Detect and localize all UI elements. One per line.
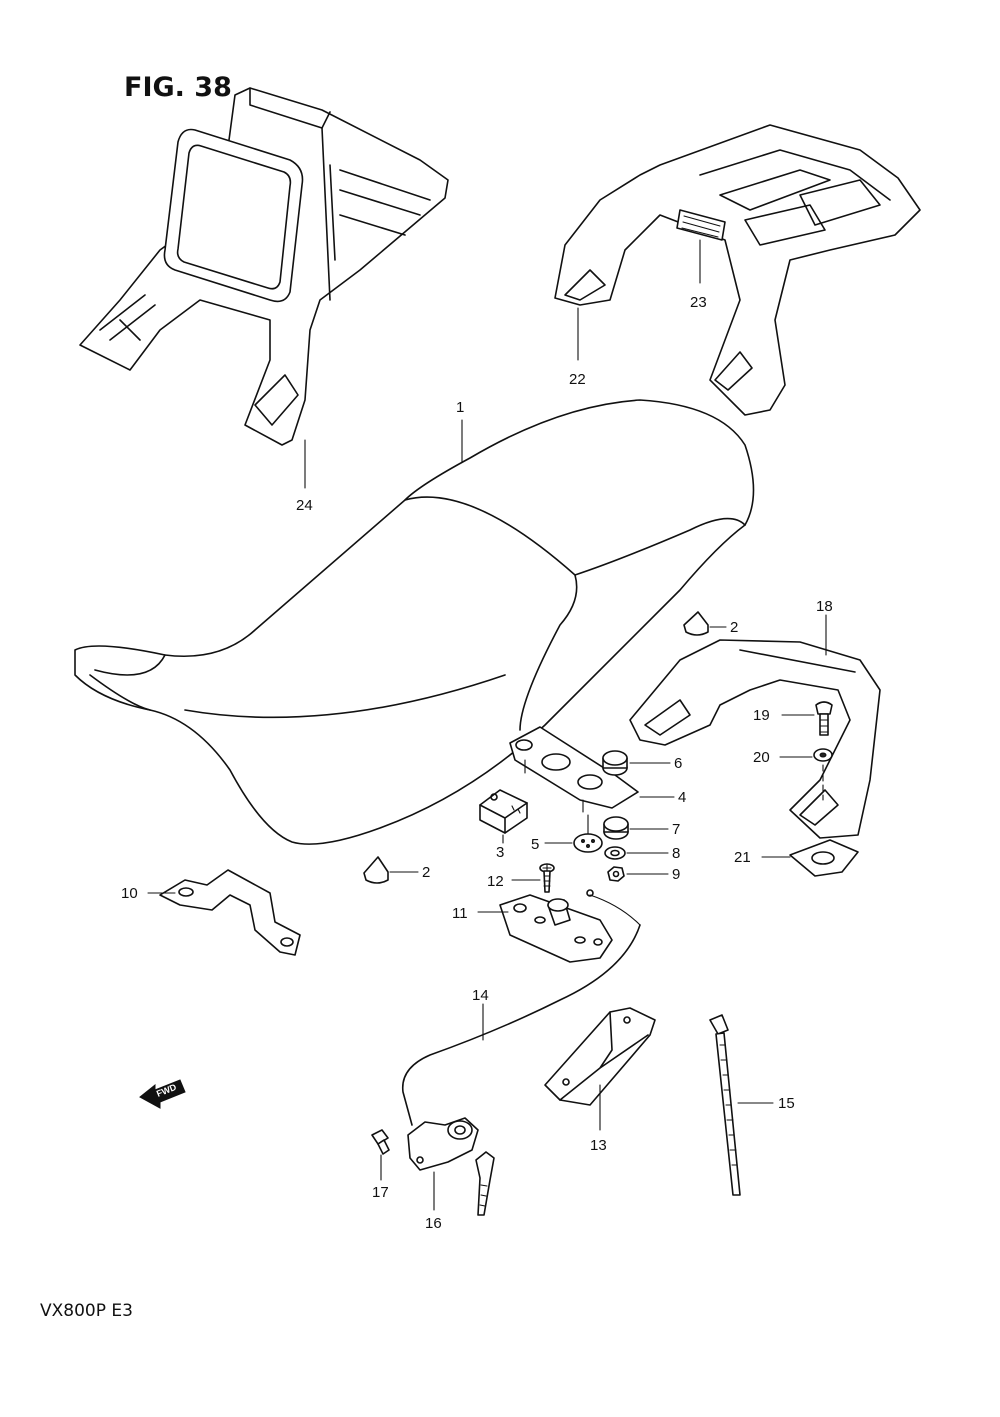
callout-12: 12 <box>487 873 504 890</box>
callout-7: 7 <box>672 821 680 838</box>
model-code: VX800P E3 <box>40 1301 133 1321</box>
part-15-cable-tie <box>709 1014 741 1196</box>
part-12-screw <box>539 863 555 893</box>
callout-8: 8 <box>672 845 680 862</box>
part-1-seat <box>74 399 755 845</box>
part-13-cable-guide <box>544 1007 656 1106</box>
part-4-bracket <box>509 726 639 813</box>
callout-2a: 2 <box>730 619 738 636</box>
callout-23: 22 <box>569 371 586 388</box>
part-17-screw <box>371 1129 390 1155</box>
part-22-backrest-carrier <box>79 87 449 446</box>
callout-5: 5 <box>531 836 539 853</box>
part-16-lock-cylinder <box>407 1117 495 1216</box>
callout-1: 1 <box>456 399 464 416</box>
part-23-rear-carrier <box>554 124 921 416</box>
callout-22: 24 <box>296 497 313 514</box>
callout-16: 16 <box>425 1215 442 1232</box>
part-3-buffer <box>479 789 528 834</box>
part-8-washer <box>604 846 626 860</box>
part-11-seat-lock <box>499 889 641 963</box>
callout-3: 3 <box>496 844 504 861</box>
part-9-nut <box>607 866 625 882</box>
callout-4: 4 <box>678 789 686 806</box>
callout-20: 20 <box>753 749 770 766</box>
part-5-cushion <box>573 814 603 853</box>
callout-18: 18 <box>816 598 833 615</box>
part-18-grab-rail <box>629 639 881 839</box>
callout-21: 21 <box>734 849 751 866</box>
callout-14: 14 <box>472 987 489 1004</box>
part-7-grommet <box>603 816 629 840</box>
part-10-bracket <box>159 869 301 956</box>
callout-15: 15 <box>778 1095 795 1112</box>
callout-10: 10 <box>121 885 138 902</box>
part-20-washer <box>813 748 833 801</box>
part-2-cushion-lower <box>363 856 389 884</box>
part-6-grommet <box>602 750 628 776</box>
figure-title: FIG. 38 <box>124 72 232 103</box>
fwd-arrow-icon: FWD <box>139 1079 186 1109</box>
part-2-cushion-upper <box>683 611 709 636</box>
callout-17: 17 <box>372 1184 389 1201</box>
part-14-cable <box>401 924 641 1126</box>
callout-6: 6 <box>674 755 682 772</box>
callout-19: 19 <box>753 707 770 724</box>
callout-24: 23 <box>690 294 707 311</box>
callout-11: 11 <box>452 905 468 922</box>
callout-9: 9 <box>672 866 680 883</box>
callout-2b: 2 <box>422 864 430 881</box>
part-19-bolt <box>815 701 833 736</box>
callout-13: 13 <box>590 1137 607 1154</box>
part-21-plate <box>789 839 859 877</box>
